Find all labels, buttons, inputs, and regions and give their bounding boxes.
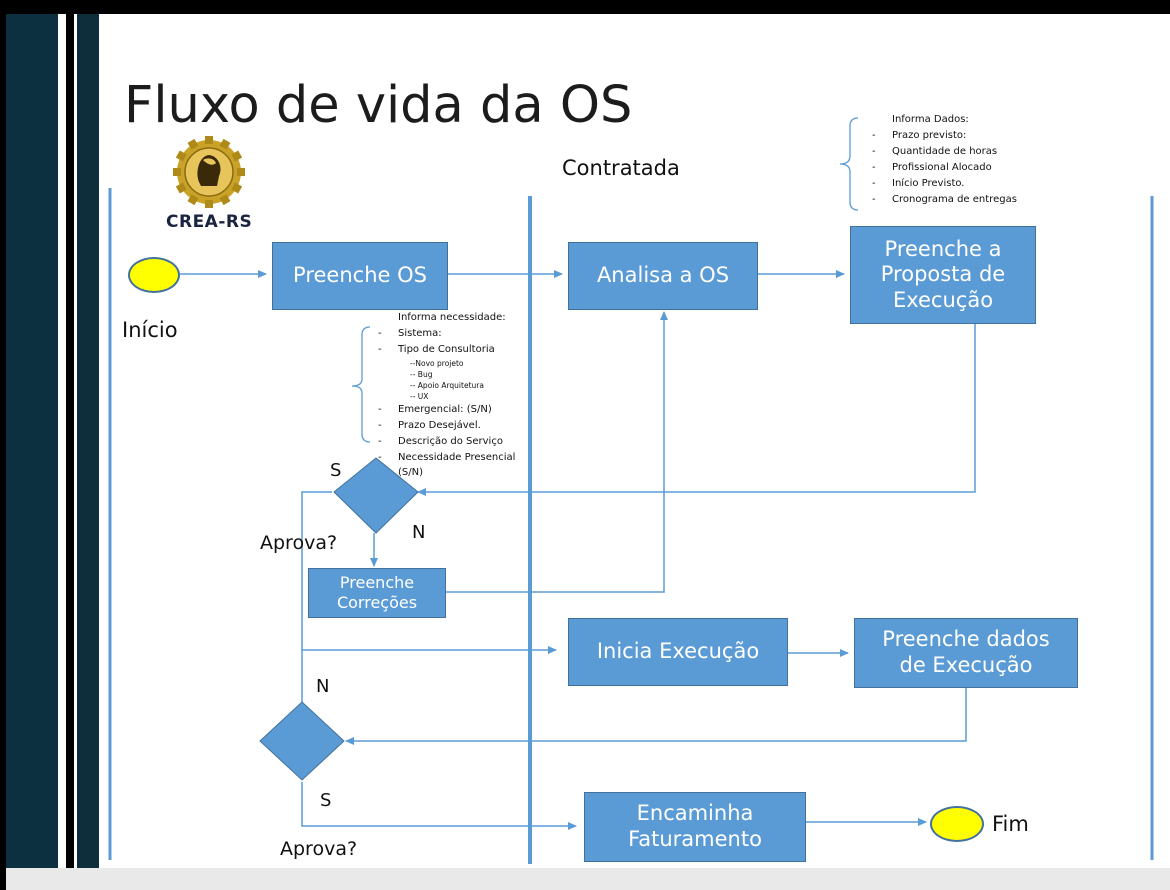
encaminha-faturamento-box[interactable]: Encaminha Faturamento bbox=[584, 792, 806, 862]
data-item: Prazo previsto: bbox=[866, 128, 1017, 144]
data-note: Informa Dados: Prazo previsto: Quantidad… bbox=[866, 112, 1017, 208]
start-label: Início bbox=[122, 318, 178, 342]
preenche-proposta-label: Preenche a Proposta de Execução bbox=[880, 236, 1006, 312]
left-dark-bar bbox=[6, 14, 58, 882]
start-circle bbox=[128, 257, 180, 293]
data-note-list: Prazo previsto: Quantidade de horas Prof… bbox=[866, 128, 1017, 208]
preenche-correcoes-label: Preenche Correções bbox=[336, 573, 418, 612]
decision1-question: Aprova? bbox=[260, 532, 338, 554]
needs-note-list: Sistema: Tipo de Consultoria --Novo proj… bbox=[372, 326, 515, 480]
data-item: Quantidade de horas bbox=[866, 144, 1017, 160]
left-black-stripe bbox=[66, 14, 74, 882]
needs-item: Prazo Desejável. bbox=[372, 418, 515, 434]
end-circle bbox=[930, 806, 984, 842]
needs-subitem: -- UX bbox=[410, 392, 429, 401]
needs-note: Informa necessidade: Sistema: Tipo de Co… bbox=[372, 310, 515, 480]
inicia-execucao-label: Inicia Execução bbox=[596, 639, 760, 664]
needs-item: Necessidade Presencial bbox=[372, 450, 515, 466]
left-mid-bar bbox=[77, 14, 99, 882]
encaminha-faturamento-label: Encaminha Faturamento bbox=[628, 801, 762, 851]
decision2-question: Aprova? bbox=[280, 838, 358, 860]
needs-brace bbox=[351, 326, 371, 443]
preenche-correcoes-box[interactable]: Preenche Correções bbox=[308, 568, 446, 618]
lane-label: Contratada bbox=[562, 156, 680, 180]
preenche-dados-execucao-label: Preenche dados de Execução bbox=[882, 627, 1050, 677]
flow-connectors bbox=[108, 117, 1154, 864]
data-note-heading: Informa Dados: bbox=[892, 114, 969, 125]
needs-note-heading: Informa necessidade: bbox=[398, 312, 506, 323]
decision1-no-label: N bbox=[412, 522, 426, 543]
decision2-no-label: N bbox=[316, 676, 330, 697]
decision-diamond-1 bbox=[333, 457, 419, 534]
data-item: Cronograma de entregas bbox=[866, 192, 1017, 208]
preenche-proposta-box[interactable]: Preenche a Proposta de Execução bbox=[850, 226, 1036, 324]
needs-item-cont: (S/N) bbox=[398, 467, 423, 478]
left-white-stripe bbox=[58, 14, 66, 882]
slide: Fluxo de vida da OS bbox=[6, 14, 1170, 882]
needs-subitem: -- Apoio Arquitetura bbox=[410, 381, 484, 390]
needs-item: Tipo de Consultoria bbox=[372, 342, 515, 358]
left-white-stripe-2 bbox=[74, 14, 77, 882]
data-brace bbox=[839, 117, 859, 211]
end-label: Fim bbox=[992, 812, 1029, 836]
decision1-yes-label: S bbox=[330, 460, 342, 481]
data-item: Início Previsto. bbox=[866, 176, 1017, 192]
decision-diamond-2 bbox=[259, 701, 345, 781]
needs-subitem: -- Bug bbox=[410, 370, 433, 379]
crea-logo-seal-icon bbox=[173, 136, 245, 208]
data-item: Profissional Alocado bbox=[866, 160, 1017, 176]
page-title: Fluxo de vida da OS bbox=[124, 76, 633, 135]
needs-item: Descrição do Serviço bbox=[372, 434, 515, 450]
logo-text: CREA-RS bbox=[166, 212, 253, 232]
inicia-execucao-box[interactable]: Inicia Execução bbox=[568, 618, 788, 686]
decision2-yes-label: S bbox=[320, 790, 332, 811]
analisa-os-label: Analisa a OS bbox=[596, 263, 730, 288]
needs-item: Sistema: bbox=[372, 326, 515, 342]
bottom-strip bbox=[6, 868, 1170, 890]
crea-logo: CREA-RS bbox=[164, 136, 254, 236]
analisa-os-box[interactable]: Analisa a OS bbox=[568, 242, 758, 310]
preenche-os-box[interactable]: Preenche OS bbox=[272, 242, 448, 310]
needs-item: Emergencial: (S/N) bbox=[372, 402, 515, 418]
needs-subitem: --Novo projeto bbox=[410, 359, 464, 368]
preenche-dados-execucao-box[interactable]: Preenche dados de Execução bbox=[854, 618, 1078, 688]
preenche-os-label: Preenche OS bbox=[293, 263, 427, 288]
